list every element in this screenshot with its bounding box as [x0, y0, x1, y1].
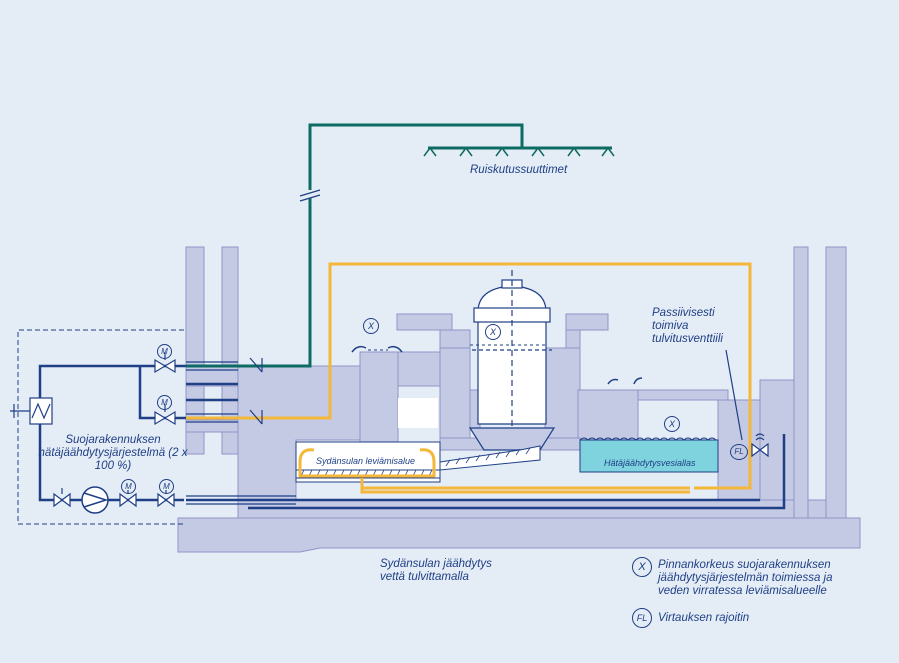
sprinkler-nozzles	[423, 147, 615, 157]
spray-line	[186, 123, 612, 368]
pump	[81, 486, 109, 514]
legend-limiter-text: Virtauksen rajoitin	[658, 612, 750, 624]
motor-valve-icon: M	[121, 479, 136, 494]
emergency-pool-label: Hätäjäähdytysvesiallas	[604, 458, 696, 468]
legend-limiter-icon: FL	[632, 608, 652, 628]
core-catcher-tray	[295, 445, 541, 479]
pipe-break-symbol	[299, 189, 321, 202]
flow-arrows	[298, 448, 436, 463]
motor-valve-icon: M	[157, 344, 172, 359]
check-valves	[249, 357, 263, 425]
valves	[53, 352, 176, 508]
core-spreading-area-label: Sydänsulan leviämisalue	[316, 456, 416, 466]
level-marker-icon: X	[485, 324, 501, 340]
motor-valve-icon: M	[159, 479, 174, 494]
flooding-line	[186, 262, 752, 494]
heat-exchanger	[10, 397, 53, 425]
reactor-vessel	[468, 270, 556, 451]
motor-valve-icon: M	[157, 395, 172, 410]
legend-level-icon: X	[632, 557, 652, 577]
emergency-pool-water	[579, 439, 719, 473]
containment-system-label: Suojarakennuksen hätäjäähdytysjärjestelm…	[38, 434, 188, 472]
level-marker-icon: X	[363, 318, 379, 334]
level-lines	[368, 344, 548, 351]
external-system-boundary	[17, 329, 184, 525]
core-cooling-label: Sydänsulan jäähdytys vettä tulvittamalla	[380, 558, 492, 583]
flow-limiter-icon: FL	[730, 444, 748, 460]
wall-penetrations	[186, 361, 296, 505]
concrete-structure	[177, 246, 861, 553]
pool-surface	[579, 437, 717, 441]
sprinkler-label: Ruiskutussuuttimet	[470, 164, 568, 176]
level-marker-icon: X	[664, 416, 680, 432]
legend-level-text: Pinnankorkeus suojarakennuksen jäähdytys…	[658, 559, 833, 597]
passive-valve-label: Passiivisesti toimiva tulvitusventtiili	[652, 307, 723, 345]
passive-flood-valve	[725, 349, 769, 458]
opening	[398, 398, 438, 428]
spray-deflectors	[351, 345, 643, 385]
